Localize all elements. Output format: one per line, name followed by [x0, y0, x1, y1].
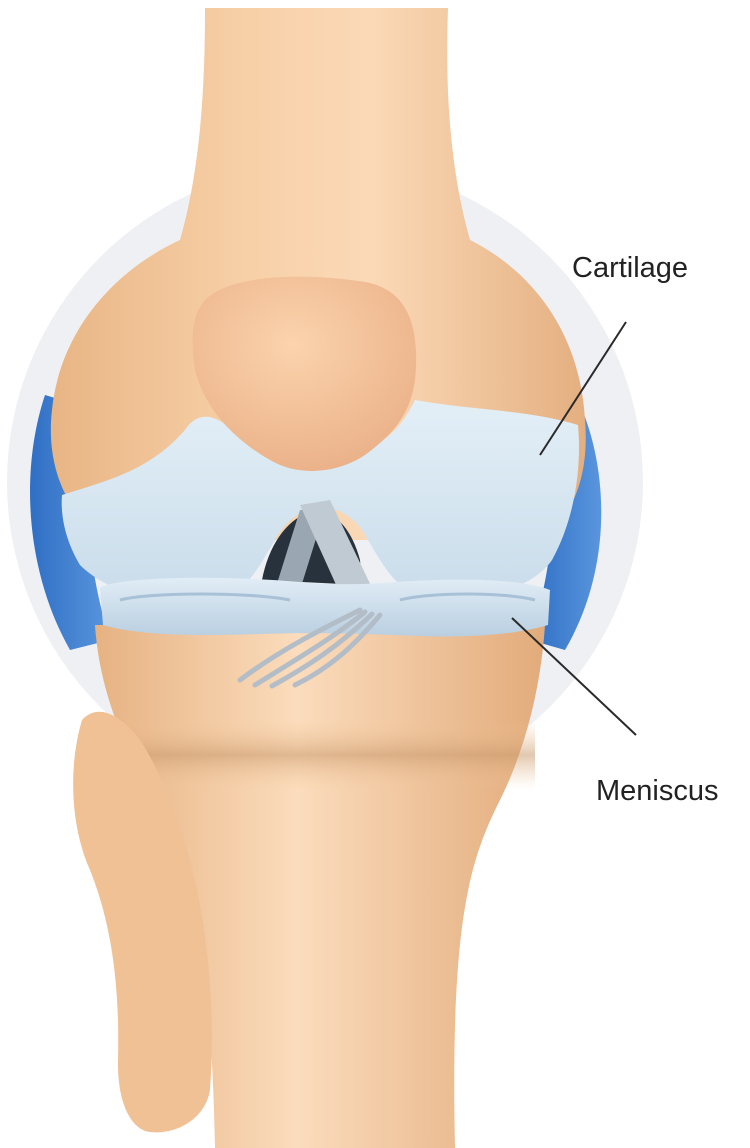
meniscus-label: Meniscus	[596, 775, 719, 807]
cartilage-label: Cartilage	[572, 252, 688, 284]
